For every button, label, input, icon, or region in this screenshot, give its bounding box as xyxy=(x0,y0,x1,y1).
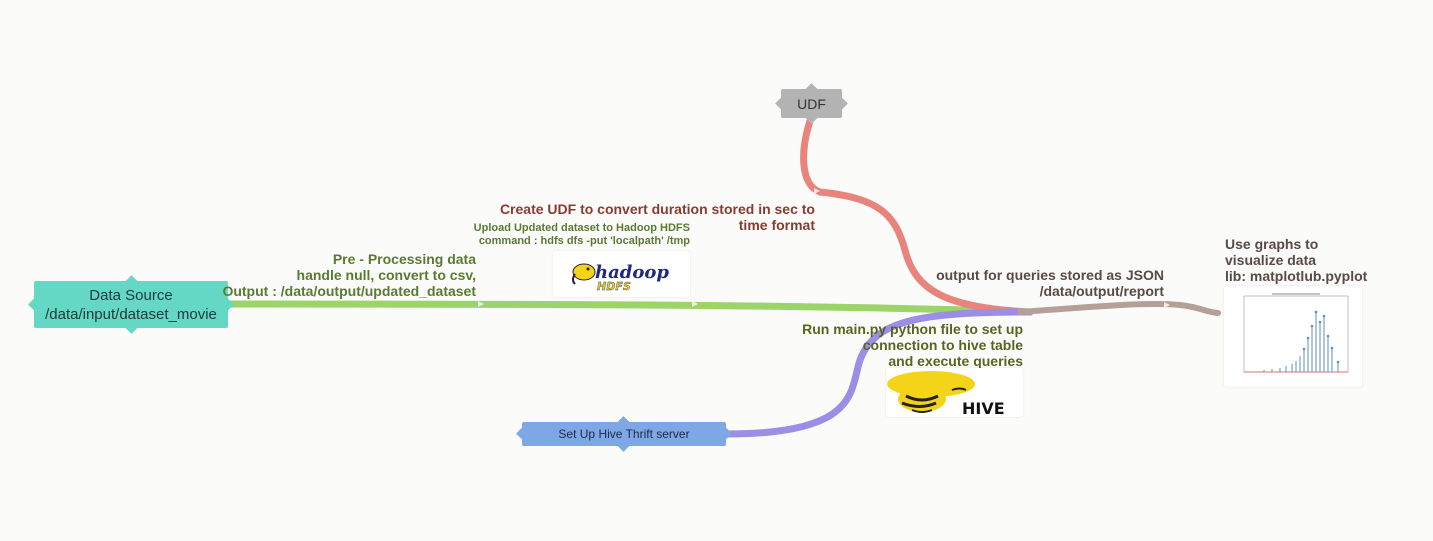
udf-label: UDF xyxy=(797,95,826,112)
upload-line: Upload Updated dataset to Hadoop HDFS xyxy=(473,222,690,234)
link-source-to-hub xyxy=(224,300,1034,316)
preprocess-line: Pre - Processing data xyxy=(332,251,476,267)
output-line: output for queries stored as JSON xyxy=(936,267,1164,283)
upload-hdfs-label: Upload Updated dataset to Hadoop HDFS co… xyxy=(474,222,690,248)
hive-bee-icon: HIVE xyxy=(887,371,1005,418)
matplotlib-chart-thumbnail xyxy=(1224,286,1362,387)
hive-thrift-node[interactable]: Set Up Hive Thrift server xyxy=(516,416,732,452)
graphs-label: Use graphs to visualize data lib: matplo… xyxy=(1225,236,1367,284)
run-line: and execute queries xyxy=(888,353,1023,369)
data-source-node[interactable]: Data Source /data/input/dataset_movie xyxy=(28,275,234,334)
preprocess-line: handle null, convert to csv, xyxy=(296,267,476,283)
udf-line: Create UDF to convert duration stored in… xyxy=(499,201,815,217)
run-line: Run main.py python file to set up xyxy=(802,321,1023,337)
preprocess-line: Output : /data/output/updated_dataset xyxy=(222,283,476,299)
upload-line: command : hdfs dfs -put 'localpath' /tmp xyxy=(478,235,690,247)
run-line: connection to hive table xyxy=(862,337,1023,353)
chart-thumbnail-image xyxy=(1243,293,1349,373)
udf-node[interactable]: UDF xyxy=(775,83,848,124)
apache-hive-logo: HIVE xyxy=(886,368,1023,418)
hadoop-elephant-icon: hadoop HDFS xyxy=(572,262,669,293)
hadoop-hdfs-logo: hadoop HDFS xyxy=(553,251,690,297)
data-source-path: /data/input/dataset_movie xyxy=(45,305,217,323)
graphs-line: lib: matplotlub.pyplot xyxy=(1225,268,1368,284)
data-source-title: Data Source xyxy=(89,286,173,304)
udf-description-label: Create UDF to convert duration stored in… xyxy=(500,201,815,233)
hive-thrift-label: Set Up Hive Thrift server xyxy=(558,427,690,441)
udf-line: time format xyxy=(738,217,815,233)
link-hub-to-graphs xyxy=(1017,300,1221,316)
graphs-line: visualize data xyxy=(1225,252,1317,268)
hive-logo-word: HIVE xyxy=(962,399,1005,417)
link-hive-to-hub xyxy=(722,308,1034,438)
hdfs-logo-word: hadoop xyxy=(595,262,669,283)
output-json-label: output for queries stored as JSON /data/… xyxy=(936,267,1164,299)
link-arrows xyxy=(478,188,1170,308)
output-line: /data/output/report xyxy=(1039,283,1164,299)
preprocess-label: Pre - Processing data handle null, conve… xyxy=(222,251,476,299)
graphs-line: Use graphs to xyxy=(1225,236,1319,252)
run-main-label: Run main.py python file to set up connec… xyxy=(802,321,1023,369)
link-udf-to-hub xyxy=(800,114,1034,316)
hdfs-logo-sub: HDFS xyxy=(597,280,631,293)
